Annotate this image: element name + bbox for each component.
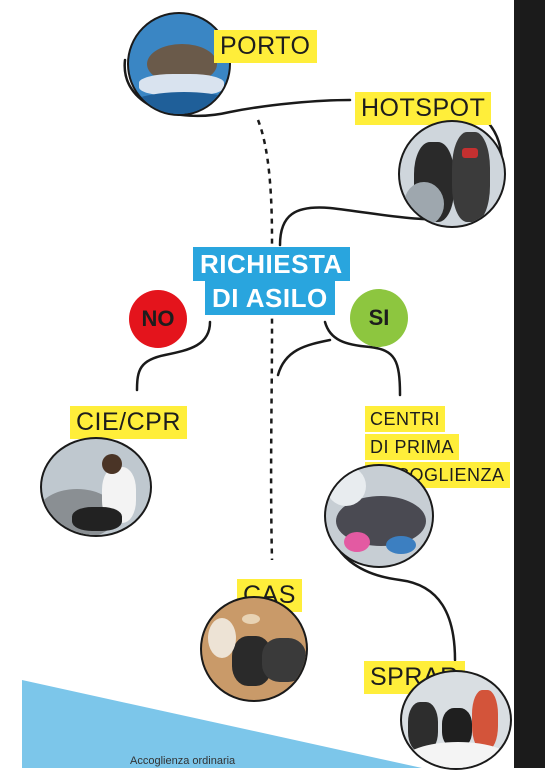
porto-to-hotspot-line [123,58,352,118]
porto-label: PORTO [214,30,317,63]
dashed-main-path [256,119,274,561]
footer-text: Accoglienza ordinaria [130,755,236,767]
no-badge-text: NO [141,306,175,331]
centri-label-line1: CENTRI [365,406,445,432]
centri-label-line2: DI PRIMA [365,434,460,460]
si-to-cas-line [276,338,332,377]
richiesta-label-line2: DI ASILO [205,281,335,315]
hotspot-photo [398,120,506,228]
si-badge-text: SI [368,305,390,330]
richiesta-label-line1: RICHIESTA [193,247,350,281]
boat-photo [127,12,231,116]
no-branch-line [135,320,212,392]
reception-center-photo [324,464,434,568]
right-edge-strip [514,0,545,768]
cas-photo [200,596,308,702]
cie-label: CIE/CPR [70,406,187,439]
hotspot-label: HOTSPOT [355,92,492,125]
detention-photo [40,437,152,537]
sprar-photo [400,670,512,770]
si-badge: SI [350,289,408,347]
no-badge: NO [129,290,187,348]
si-branch-line [323,320,402,397]
